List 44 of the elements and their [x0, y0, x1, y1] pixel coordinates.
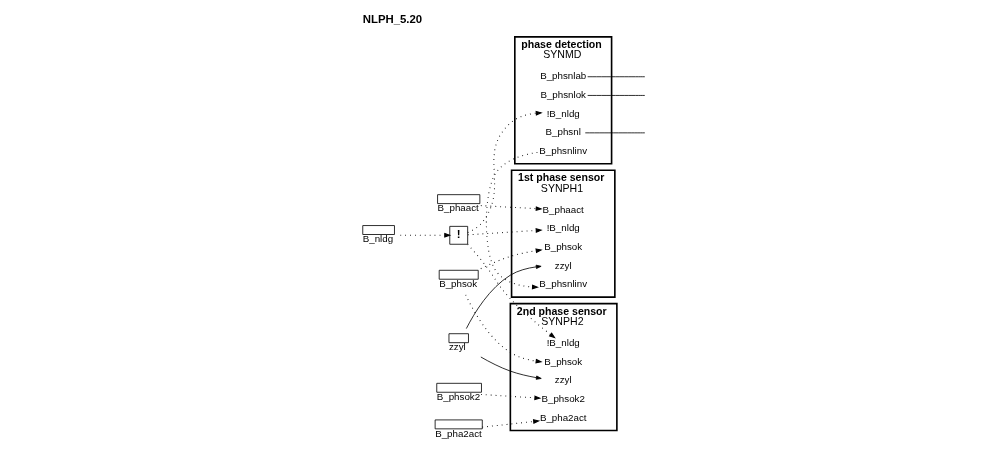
node-box	[437, 194, 481, 204]
diagram-title: NLPH_5.20	[362, 13, 423, 26]
node-text: zzyl	[554, 259, 572, 271]
node-text: B_phsok	[544, 241, 583, 253]
node-text: B_pha2act	[539, 411, 587, 423]
node-text: !B_nldg	[546, 336, 580, 348]
connector	[584, 132, 646, 134]
arrow	[465, 264, 542, 329]
node-text: B_phsok2	[541, 393, 585, 405]
node-label: zzyl	[448, 341, 466, 353]
node-text: B_phsnlab	[540, 70, 587, 82]
node-label: B_nldg	[362, 233, 394, 245]
connector	[587, 76, 646, 78]
node-label: B_phsok2	[436, 391, 481, 403]
arrow	[480, 248, 543, 270]
arrow	[465, 294, 543, 364]
arrow	[467, 243, 556, 339]
node-text: B_phsnl	[545, 126, 581, 138]
node-text: !B_nldg	[546, 107, 580, 119]
arrow	[481, 419, 541, 428]
arrow	[467, 110, 543, 233]
arrow	[480, 356, 542, 380]
arrow	[485, 151, 539, 290]
node-box	[362, 225, 395, 235]
arrow	[467, 228, 543, 236]
node-text: !B_nldg	[546, 222, 580, 234]
node-text: B_phaact	[542, 203, 584, 215]
node-text: zzyl	[554, 374, 572, 386]
node-label: B_phaact	[437, 202, 479, 214]
node-box	[434, 419, 483, 430]
connector	[587, 95, 646, 96]
arrow	[480, 205, 543, 212]
node-text: B_phsnlinv	[539, 145, 588, 157]
node-label: B_phsok	[439, 278, 478, 290]
node-box: !	[449, 225, 469, 245]
node-text: B_phsok	[544, 355, 583, 367]
arrow	[480, 393, 542, 401]
node-text: B_phsnlinv	[539, 278, 588, 290]
node-box	[448, 333, 469, 344]
arrow	[399, 232, 452, 238]
node-label: B_pha2act	[435, 427, 482, 439]
node-text: B_phsnlok	[540, 88, 586, 100]
node-box	[436, 382, 482, 393]
node-box	[438, 269, 479, 280]
